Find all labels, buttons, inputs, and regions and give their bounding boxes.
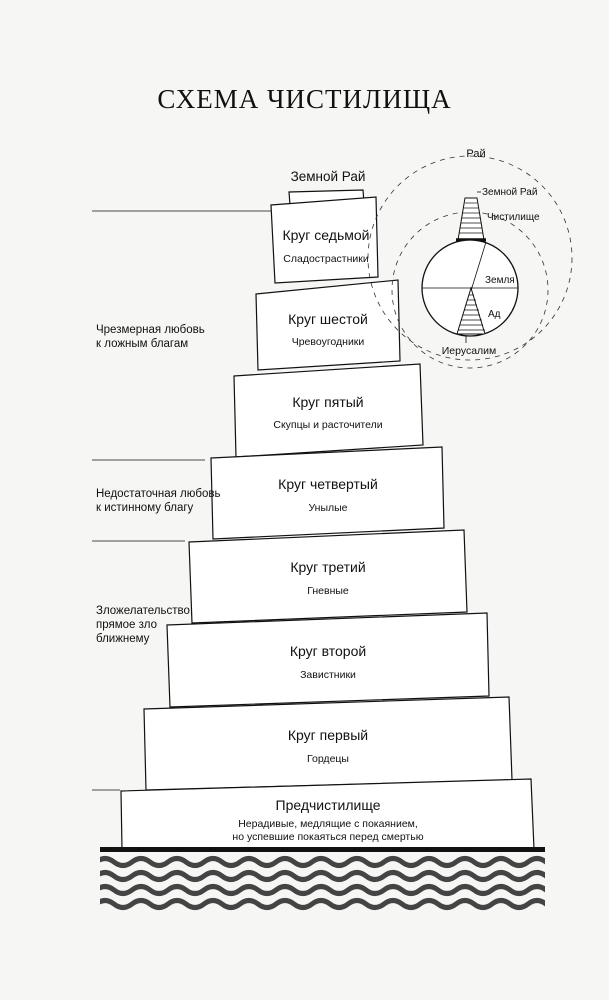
cosmos-earthly-paradise-label: Земной Рай	[482, 187, 537, 198]
terrace-3	[188, 529, 468, 624]
terrace-name: Круг второй	[290, 643, 366, 659]
earthly-paradise-label: Земной Рай	[291, 169, 366, 184]
page-title: СХЕМА ЧИСТИЛИЩА	[157, 84, 452, 114]
purgatory-label: Чистилище	[487, 212, 540, 223]
ante-purgatory-name: Предчистилище	[276, 797, 381, 813]
terrace-2	[166, 612, 490, 708]
earth-label: Земля	[485, 275, 515, 286]
terrace-5	[233, 363, 424, 458]
terrace-7	[270, 196, 379, 284]
terrace-1	[143, 696, 513, 791]
terrace-sinners: Унылые	[308, 502, 347, 514]
terrace-sinners: Скупцы и расточители	[273, 419, 382, 431]
terrace-name: Круг пятый	[292, 394, 363, 410]
cosmos-inset: Рай Земной Рай Чистилище	[367, 148, 573, 369]
terrace-4	[210, 446, 445, 540]
terrace-name: Круг первый	[288, 727, 368, 743]
terrace-name: Круг шестой	[288, 311, 368, 327]
side-label-malice: Зложелательство, прямое зло ближнему	[96, 605, 194, 645]
terrace-name: Круг седьмой	[283, 227, 370, 243]
terrace-name: Круг третий	[290, 559, 365, 575]
terrace-6	[255, 279, 401, 371]
paradise-label: Рай	[466, 148, 485, 160]
ante-purgatory-line: Нерадивые, медлящие с покаянием,	[238, 818, 418, 830]
side-label-love-false-goods: Чрезмерная любовь к ложным благам	[96, 324, 205, 350]
terrace-sinners: Чревоугодники	[292, 336, 365, 348]
jerusalem-label: Иерусалим	[442, 345, 497, 357]
terrace-sinners: Гневные	[307, 585, 349, 597]
ante-purgatory-line: но успевшие покаяться перед смертью	[232, 831, 423, 843]
side-label-love-true-good: Недостаточная любовь к истинному благу	[96, 488, 221, 514]
terrace-sinners: Гордецы	[307, 753, 349, 765]
terrace-sinners: Сладострастники	[283, 253, 369, 265]
sea-waves	[100, 856, 545, 910]
shore-line	[100, 847, 545, 852]
hell-label: Ад	[488, 309, 501, 320]
terrace-name: Круг четвертый	[278, 476, 378, 492]
terrace-sinners: Завистники	[300, 669, 356, 681]
